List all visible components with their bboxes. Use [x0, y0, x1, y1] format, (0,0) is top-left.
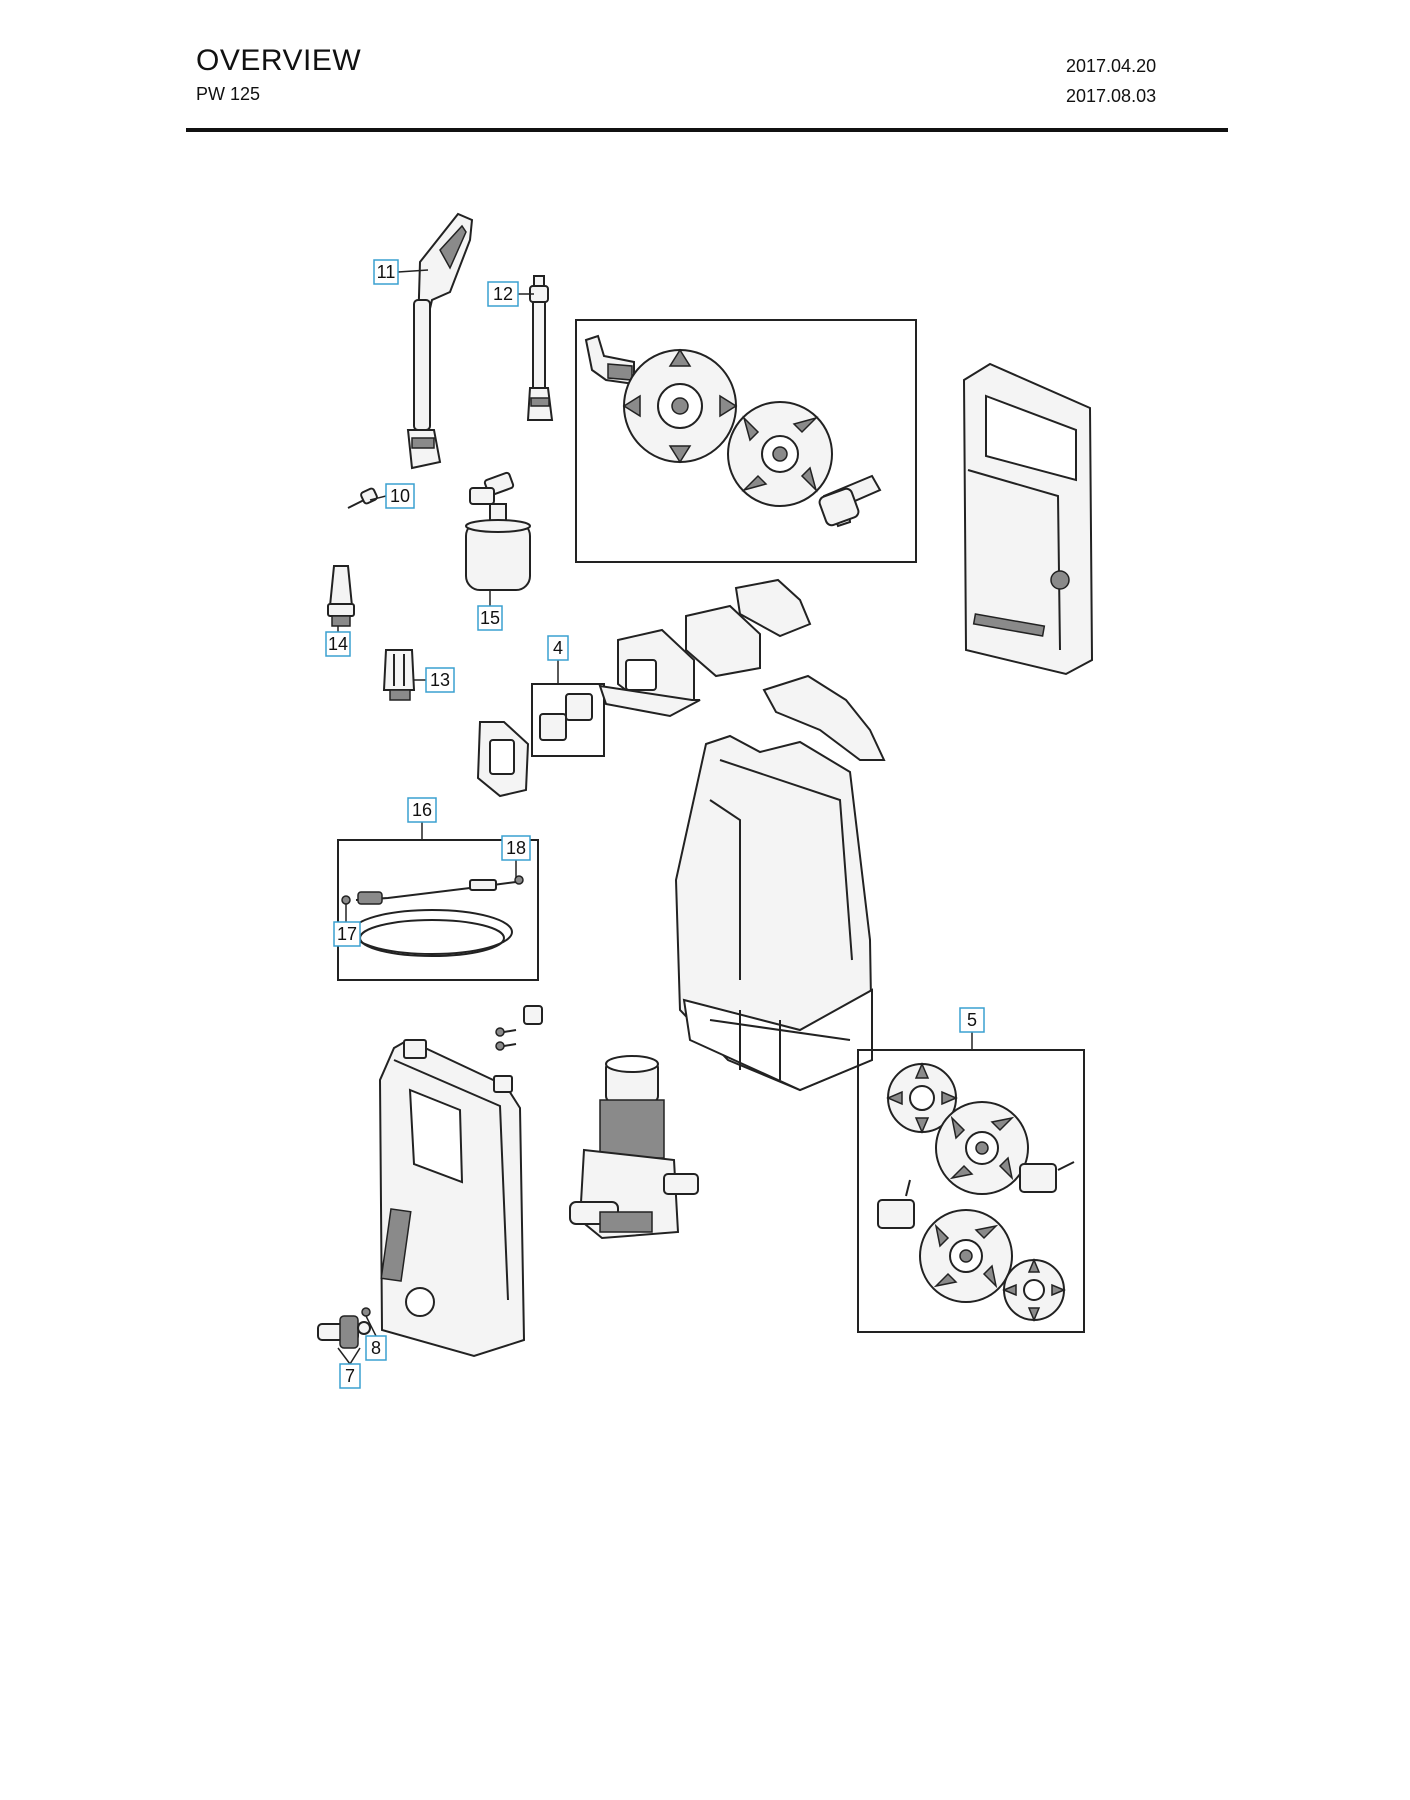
callout-10-label: 10 [390, 486, 410, 506]
callout-16-label: 16 [412, 800, 432, 820]
nozzle-part [347, 487, 378, 509]
filter-frame-part [476, 721, 530, 798]
rotary-nozzle-part [327, 565, 355, 627]
hose-kit-box [337, 839, 539, 981]
callout-16: 16 [407, 797, 437, 823]
callout-15-label: 15 [480, 608, 500, 628]
callout-18: 18 [501, 835, 531, 861]
callout-18-label: 18 [506, 838, 526, 858]
callout-17-label: 17 [337, 924, 357, 944]
callout-13-label: 13 [430, 670, 450, 690]
lance-part [526, 275, 554, 421]
callout-5-label: 5 [967, 1010, 977, 1030]
callout-12-label: 12 [493, 284, 513, 304]
callout-8-label: 8 [371, 1338, 381, 1358]
front-cover-part [378, 1038, 526, 1358]
callout-7: 7 [339, 1363, 361, 1389]
switch-housing-parts [598, 578, 886, 761]
callout-17: 17 [333, 921, 361, 947]
callout-4-label: 4 [553, 638, 563, 658]
handle-frame-part [962, 362, 1094, 676]
revision-date: 2017.08.03 [1066, 86, 1157, 106]
leader-lines [337, 269, 973, 1365]
callout-15: 15 [477, 605, 503, 631]
wheel-kit-box [857, 1049, 1085, 1333]
model-name: PW 125 [196, 84, 261, 104]
wheel-kit-upper-box [575, 319, 917, 563]
filter-kit-box [531, 683, 605, 757]
pump-fittings-part [495, 1005, 543, 1051]
issue-date: 2017.04.20 [1066, 56, 1157, 76]
page-title: OVERVIEW [196, 44, 362, 77]
callout-7-label: 7 [345, 1366, 355, 1386]
callout-10: 10 [385, 483, 415, 509]
nozzle-adapter-part [382, 649, 416, 701]
foam-bottle-part [465, 471, 531, 591]
motor-pump-part [569, 1055, 699, 1240]
callout-14-label: 14 [328, 634, 348, 654]
spray-gun-part [406, 212, 474, 470]
inlet-coupling-part [317, 1307, 371, 1349]
callout-4: 4 [547, 635, 569, 661]
callout-12: 12 [487, 281, 519, 307]
callout-5: 5 [959, 1007, 985, 1033]
callout-11: 11 [373, 259, 399, 285]
callout-14: 14 [325, 631, 351, 657]
callout-8: 8 [365, 1335, 387, 1361]
main-housing-part [674, 734, 874, 1092]
callout-13: 13 [425, 667, 455, 693]
callout-11-label: 11 [377, 262, 396, 282]
header-divider [186, 128, 1228, 132]
